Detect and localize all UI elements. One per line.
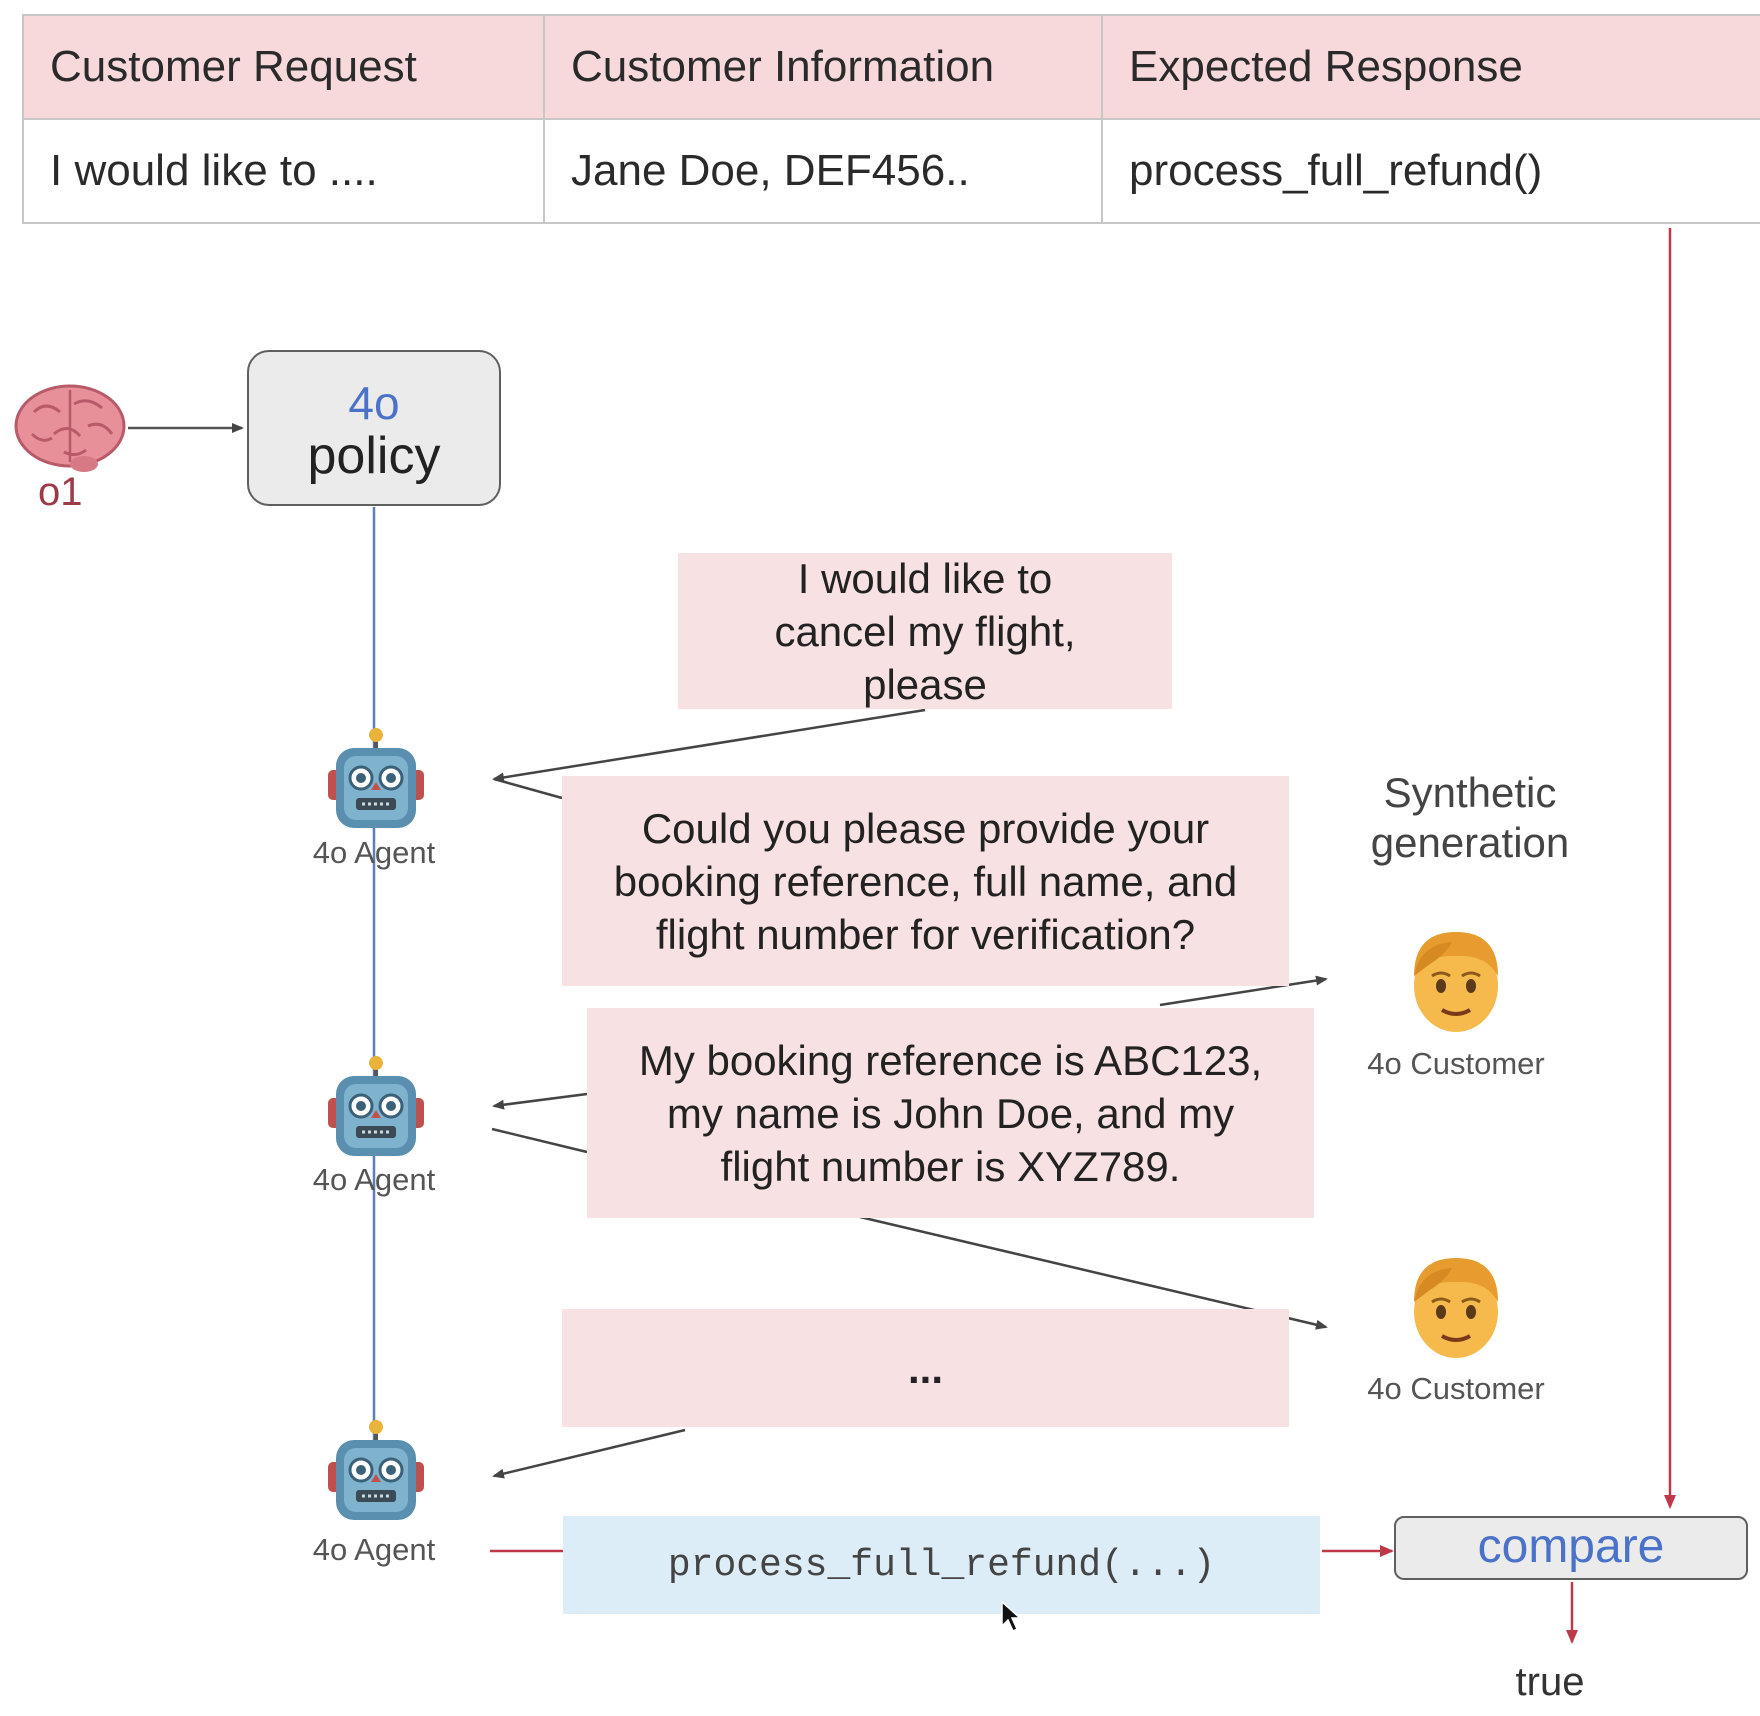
robot-icon	[328, 1420, 424, 1520]
mouse-cursor-icon	[1001, 1600, 1022, 1633]
man-face-icon	[1414, 932, 1498, 1032]
robot-icon	[328, 1056, 424, 1156]
msg1-to-agent1-arrow	[492, 708, 926, 783]
o1-label: o1	[38, 470, 83, 514]
compare-result: true	[1515, 1660, 1585, 1704]
message-customer-details: My booking reference is ABC123, my name …	[587, 1008, 1314, 1218]
agent-label: 4o Agent	[312, 1162, 436, 1197]
header-expected-response: Expected Response	[1101, 14, 1760, 120]
cell-customer-request: I would like to ....	[22, 118, 545, 224]
msg4-to-agent3-arrow	[492, 1428, 686, 1479]
agent-label: 4o Agent	[312, 1532, 436, 1567]
table-row: I would like to .... Jane Doe, DEF456.. …	[22, 118, 1760, 224]
msg3-to-agent2-arrow	[492, 1092, 588, 1110]
message-ellipsis: ...	[562, 1309, 1289, 1427]
policy-model-label: 4o	[348, 377, 400, 429]
customer-label: 4o Customer	[1367, 1046, 1545, 1081]
man-face-icon	[1414, 1258, 1498, 1358]
agent1-to-msg2-line	[493, 777, 563, 800]
cell-expected-response: process_full_refund()	[1101, 118, 1760, 224]
agent2-to-msg3-line	[491, 1127, 588, 1154]
msg3-to-customer2-arrow	[859, 1215, 1328, 1330]
policy-label: policy	[307, 427, 441, 485]
policy-box: 4o policy	[247, 350, 501, 506]
table-header-row: Customer Request Customer Information Ex…	[22, 14, 1760, 120]
customer-label: 4o Customer	[1367, 1371, 1545, 1406]
brain-icon	[14, 384, 126, 472]
compare-box: compare	[1394, 1516, 1748, 1580]
msg2-to-customer1-arrow	[1159, 975, 1328, 1007]
cell-customer-information: Jane Doe, DEF456..	[543, 118, 1103, 224]
header-customer-request: Customer Request	[22, 14, 545, 120]
robot-icon	[328, 728, 424, 828]
message-customer-request: I would like to cancel my flight, please	[678, 553, 1172, 709]
header-customer-information: Customer Information	[543, 14, 1103, 120]
test-case-table: Customer Request Customer Information Ex…	[22, 14, 1760, 224]
synthetic-generation-title: Synthetic generation	[1370, 769, 1570, 866]
message-agent-verification: Could you please provide your booking re…	[562, 776, 1289, 986]
function-call-box: process_full_refund(...)	[563, 1516, 1320, 1614]
agent-label: 4o Agent	[312, 835, 436, 870]
